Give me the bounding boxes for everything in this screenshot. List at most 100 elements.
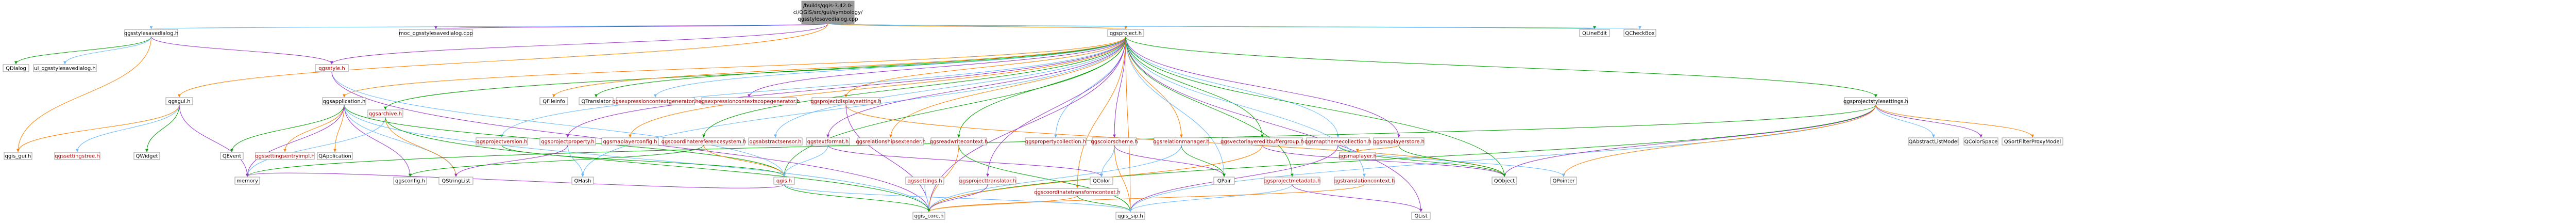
edge-qgsmaplayerstore_h-to-qgsmaplayer_h <box>1356 145 1399 152</box>
node-QApplication[interactable]: QApplication <box>317 152 353 160</box>
node-qgsvectorlayereditbuffergroup-h[interactable]: qgsvectorlayereditbuffergroup.h <box>1221 137 1304 146</box>
edge-qgsproject_h-to-QFileInfo <box>552 36 1126 98</box>
node-qgssettingstree-h[interactable]: qgssettingstree.h <box>54 152 100 160</box>
node-qgsgui-h[interactable]: qgsgui.h <box>165 97 193 105</box>
node-qgsprojectversion-h[interactable]: qgsprojectversion.h <box>476 137 528 146</box>
edge-qgsreadwritecontext_h-to-qgis_sip_h <box>958 145 1132 212</box>
edge-qgsproject_h-to-qgstranslationcontext_h <box>1125 36 1366 177</box>
edge-qgsprojectproperty_h-to-QStringList <box>454 145 568 177</box>
node-QList[interactable]: QList <box>1411 212 1431 220</box>
node-label: qgstranslationcontext.h <box>1334 179 1395 184</box>
node-qgssettingsentryimpl-h[interactable]: qgssettingsentryimpl.h <box>255 152 315 160</box>
node-qgsmapping-h[interactable]: qgsmaplayerconfig.h <box>601 137 659 146</box>
node-label: qgsstylesavedialog.h <box>124 31 178 37</box>
node-QStringList[interactable]: QStringList <box>438 177 473 185</box>
node-qgsexpressioncontextgenerator-h[interactable]: qgsexpressioncontextgenerator.h <box>612 97 699 105</box>
edge-qgsproject_h-to-qgsexpressioncontextgenerator_h <box>654 36 1126 98</box>
node-qgsstyle-h[interactable]: qgsstyle.h <box>315 64 349 72</box>
node-qgscoordinatereferencesystem-h[interactable]: qgscoordinatereferencesystem.h <box>662 137 747 146</box>
edge-qgsprojectversion_h-to-qgis_h <box>501 145 786 177</box>
node-box <box>579 97 614 105</box>
node-qgsmaplayerstore-h[interactable]: qgsmaplayerstore.h <box>1373 137 1425 146</box>
node-box <box>393 177 427 185</box>
node-box <box>801 1 855 24</box>
node-QDialog[interactable]: QDialog <box>3 64 29 72</box>
node-qgsstylesavedialog-h[interactable]: qgsstylesavedialog.h <box>124 29 178 37</box>
node-label: moc_qgsstylesavedialog.cpp <box>399 31 473 37</box>
node-QEvent[interactable]: QEvent <box>220 152 244 160</box>
node-box <box>220 152 244 160</box>
edge-qgsproject_h-to-qgis_h <box>783 36 1126 177</box>
node-label: QWidget <box>135 154 158 160</box>
edge-qgsproject_h-to-qgsrelationmanager_h <box>1125 36 1183 138</box>
node-qgsprojectdisplaysettings-h[interactable]: qgsprojectdisplaysettings.h <box>810 97 882 105</box>
node-qgsarchive-h[interactable]: qgsarchive.h <box>367 109 403 118</box>
node-QSortFilterProxyModel[interactable]: QSortFilterProxyModel <box>2002 137 2063 146</box>
node-qgis-sip-h[interactable]: qgis_sip.h <box>1115 212 1145 220</box>
node-label: qgsmaplayerstore.h <box>1373 139 1425 145</box>
node-QColorSpace[interactable]: QColorSpace <box>1963 137 1998 146</box>
node-box <box>1115 212 1145 220</box>
node-QAbstractListModel[interactable]: QAbstractListModel <box>1908 137 1959 146</box>
node-label: qgsgui.h <box>168 99 191 105</box>
node-qgsrelationmanager-h[interactable]: qgsrelationmanager.h <box>1153 137 1210 146</box>
node-label: qgsexpressioncontextscopegenerator.h <box>699 99 800 105</box>
node-QCheckBox[interactable]: QCheckBox <box>1623 29 1656 37</box>
node-label: qgsrelationmanager.h <box>1153 139 1210 145</box>
node-qgis-h[interactable]: qgis.h <box>773 177 795 185</box>
node-qgsapplication-h[interactable]: qgsapplication.h <box>322 97 366 105</box>
node-qgsprojectstylesettings-h[interactable]: qgsprojectstylesettings.h <box>1843 97 1908 105</box>
node-qgssettings-h[interactable]: qgssettings.h <box>905 177 944 185</box>
node-qgsconfig-h[interactable]: qgsconfig.h <box>393 177 427 185</box>
node-QColor[interactable]: QColor <box>1090 177 1113 185</box>
node-label: qgsprojectversion.h <box>477 139 528 145</box>
node-box <box>1334 177 1395 185</box>
node-QFileInfo[interactable]: QFileInfo <box>539 97 568 105</box>
node-qgstextformat-h[interactable]: qgstextformat.h <box>806 137 850 146</box>
root-title-line: qgsstylesavedialog.cpp <box>798 17 858 22</box>
edge-qgstranslationcontext_h-to-qgis_core_h <box>927 184 1365 212</box>
node-QPair[interactable]: QPair <box>1213 177 1235 185</box>
node-qgsrelationshipgenerator-h[interactable]: qgsrelationshipsextender.h <box>856 137 926 146</box>
node-memory[interactable]: memory <box>234 177 260 185</box>
node-label: QPointer <box>1553 179 1575 184</box>
node-qgstranslationcontext-h[interactable]: qgstranslationcontext.h <box>1334 177 1395 185</box>
edge-qgsproject_h-to-qgsprojectmetadata_h <box>1125 36 1294 177</box>
node-label: QDialog <box>6 66 26 72</box>
node-label: QColor <box>1093 179 1111 184</box>
node-qgsmapthemecollection-h[interactable]: qgsmapthemecollection.h <box>1304 137 1371 146</box>
node-box <box>54 152 100 160</box>
node-box <box>930 137 987 146</box>
node-qgsreadwritecontext-h[interactable]: qgsreadwritecontext.h <box>930 137 988 146</box>
node-qgsprojectproperty-h[interactable]: qgsprojectproperty.h <box>539 137 596 146</box>
node-label: qgsstyle.h <box>318 66 345 72</box>
node-box <box>438 177 473 185</box>
node-label: QEvent <box>223 154 242 160</box>
edge-qgsrelationmanager_h-to-qgis_core_h <box>927 145 1182 212</box>
node-qgsprojectpropertycollection-h[interactable]: qgspropertycollection.h <box>1025 137 1087 146</box>
node-QObject[interactable]: QObject <box>1492 177 1517 185</box>
node-qgis-core-h[interactable]: qgis_core.h <box>912 212 945 220</box>
node-QPointer[interactable]: QPointer <box>1550 177 1577 185</box>
node-layer: /builds/qgis-3.42.0-ci/QGIS/src/gui/symb… <box>3 1 2063 220</box>
node-qgsmaplayer-h[interactable]: qgsmaplayer.h <box>1338 152 1377 160</box>
node-qgsexpressioncontextscopegenerator-h[interactable]: qgsexpressioncontextscopegenerator.h <box>699 97 800 105</box>
node-qgsabstractsensor-h[interactable]: qgsabstractsensor.h <box>748 137 803 146</box>
node-moc-qgsstylesavedialog-cpp[interactable]: moc_qgsstylesavedialog.cpp <box>399 29 473 37</box>
node-label: QFileInfo <box>543 99 565 105</box>
node-qgscoordinatetransformcontext-h[interactable]: qgscoordinatetransformcontext.h <box>1034 188 1121 196</box>
node-qgscolorscheme-h[interactable]: qgscolorscheme.h <box>1091 137 1138 146</box>
node-QWidget[interactable]: QWidget <box>133 152 160 160</box>
edge-qgsproject_h-to-qgsmapthemecollection_h <box>1125 36 1340 138</box>
node-qgsprojectmetadata-h[interactable]: qgsprojectmetadata.h <box>1264 177 1321 185</box>
node-QHash[interactable]: QHash <box>571 177 594 185</box>
node-qgsprojecttranslator-h[interactable]: qgsprojecttranslator.h <box>959 177 1016 185</box>
node-label: qgstextformat.h <box>807 139 849 145</box>
node-qgsproject-h[interactable]: qgsproject.h <box>1107 29 1144 37</box>
edge-qgsgui_h-to-qgis_gui_h <box>16 104 180 152</box>
node-qgis-gui-h[interactable]: qgis_gui.h <box>4 152 32 160</box>
node-ui-qgsstylesavedialog-h[interactable]: ui_qgsstylesavedialog.h <box>33 64 97 72</box>
node-QLineEdit[interactable]: QLineEdit <box>1579 29 1610 37</box>
edge-qgsproject_h-to-qgsrelationshipgenerator_h <box>889 36 1126 138</box>
node-QTranslator[interactable]: QTranslator <box>579 97 614 105</box>
